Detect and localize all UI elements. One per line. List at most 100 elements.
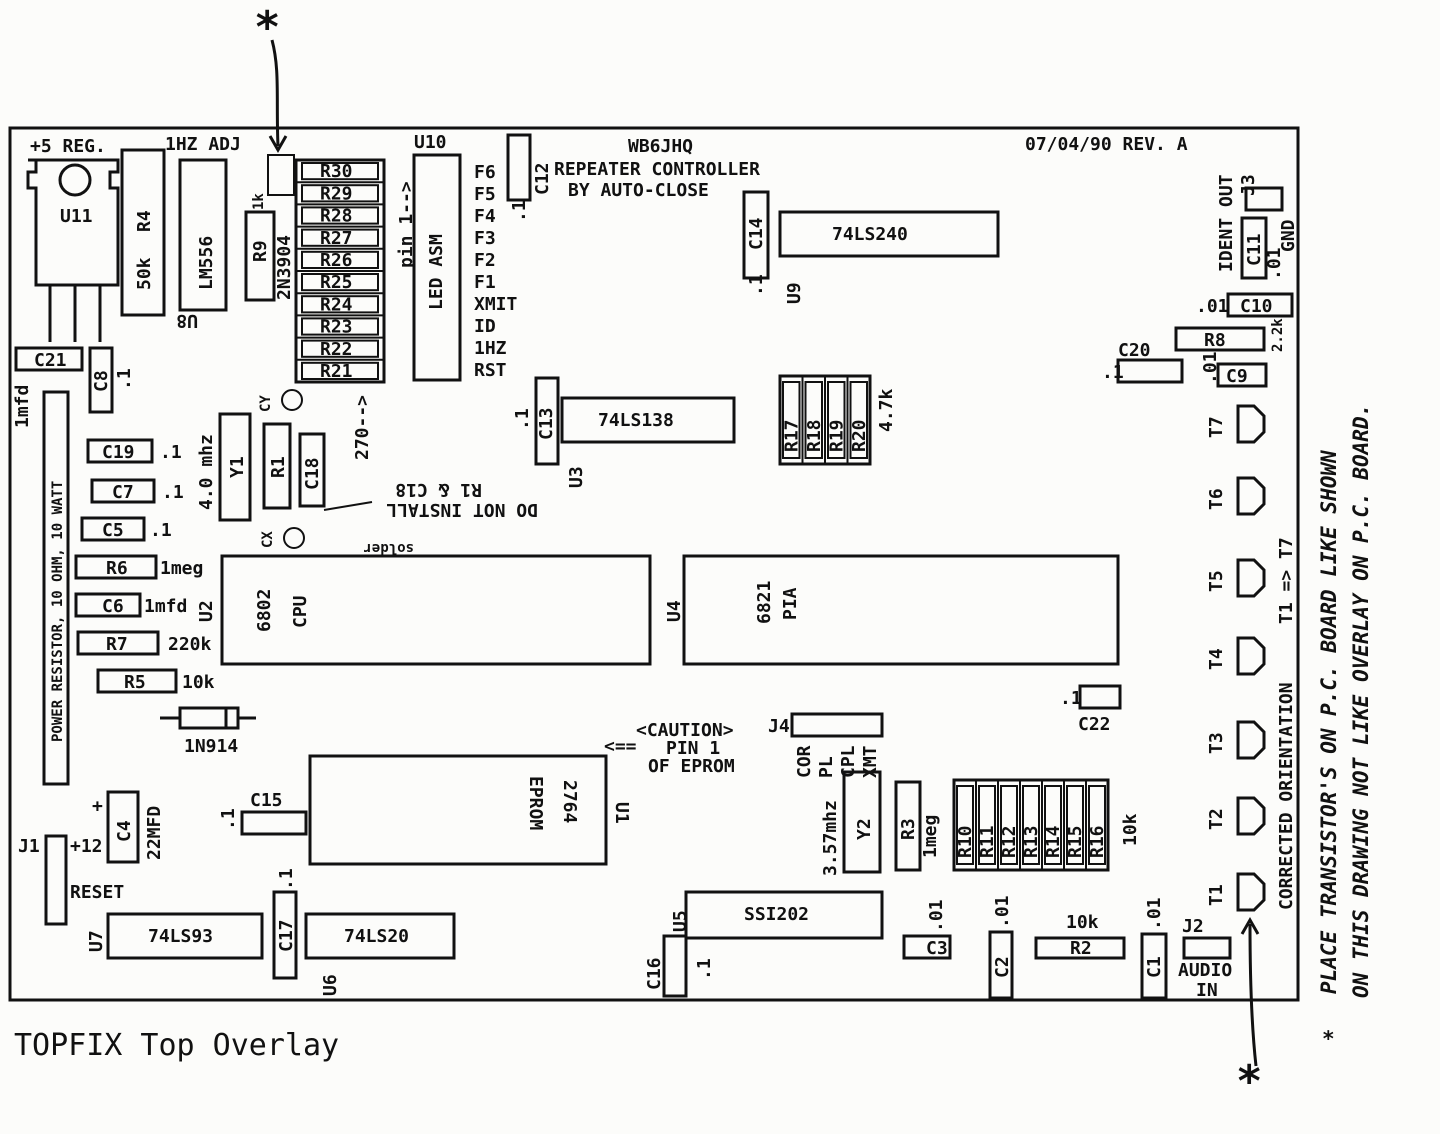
- crystal-y1: [218, 412, 252, 522]
- transistor-outline: [1236, 558, 1266, 598]
- transistor-label: T4: [1206, 648, 1227, 670]
- resistor-array-label: R15: [1065, 825, 1086, 858]
- transistor-q1: [267, 154, 295, 196]
- resistor-r9: [244, 210, 276, 302]
- transistor-outline: [1236, 476, 1266, 516]
- resistor-array-cell: [956, 785, 974, 865]
- svg-text:PIA: PIA: [780, 587, 801, 620]
- cap-c10: [1226, 292, 1294, 318]
- svg-text:1N914: 1N914: [184, 736, 238, 757]
- resistor-array-label: R19: [826, 419, 847, 452]
- svg-text:.1: .1: [509, 200, 530, 222]
- svg-text:R7: R7: [106, 634, 128, 655]
- cap-c6: [74, 592, 142, 618]
- svg-text:C1: C1: [1144, 956, 1165, 978]
- connector-j3: [1244, 186, 1284, 212]
- resistor-array-label: R13: [1021, 825, 1042, 858]
- resistor-array-cell: [1088, 785, 1106, 865]
- resistor-array-label: R30: [320, 161, 353, 182]
- svg-text:CPU: CPU: [290, 595, 311, 628]
- svg-text:R5: R5: [124, 672, 146, 693]
- resistor-array-cell: [1066, 785, 1084, 865]
- svg-text:220k: 220k: [168, 634, 212, 655]
- svg-text:C5: C5: [102, 520, 124, 541]
- ic-cpu-6802: [220, 554, 652, 666]
- via-cy: [281, 389, 303, 411]
- svg-text:.1: .1: [162, 482, 184, 503]
- cap-c20: [1116, 358, 1184, 384]
- svg-text:AUDIO: AUDIO: [1178, 960, 1232, 981]
- orientation-note: CORRECTED ORIENTATION: [1276, 682, 1297, 910]
- svg-text:J1: J1: [18, 836, 40, 857]
- svg-text:3.57mhz: 3.57mhz: [820, 800, 841, 876]
- svg-text:U6: U6: [320, 974, 341, 996]
- svg-text:2764: 2764: [559, 780, 580, 824]
- resistor-array-cell: [301, 339, 379, 358]
- ic-led-asm: [412, 153, 462, 382]
- regulator-hole: [58, 163, 92, 197]
- svg-text:6802: 6802: [254, 589, 275, 632]
- svg-text:6821: 6821: [754, 581, 775, 624]
- svg-text:.1: .1: [512, 408, 533, 430]
- resistor-array-label: R23: [320, 317, 353, 338]
- cap-c3: [902, 934, 952, 960]
- svg-text:R2: R2: [1070, 938, 1092, 959]
- cap-c7: [90, 478, 156, 504]
- svg-text:.01: .01: [926, 899, 947, 932]
- svg-text:.1: .1: [160, 442, 182, 463]
- cap-c14: [742, 190, 770, 280]
- resistor-array-label: R24: [320, 294, 353, 315]
- star-top: *: [254, 2, 281, 53]
- svg-text:U3: U3: [566, 466, 587, 488]
- resistor-array-cell: [1044, 785, 1062, 865]
- j4-pin-label: CPL: [838, 745, 859, 778]
- resistor-r5: [96, 668, 178, 694]
- svg-text:4.0 mhz: 4.0 mhz: [196, 434, 217, 510]
- transistor-label: T5: [1206, 570, 1227, 592]
- trim-ref: R4: [134, 210, 155, 232]
- svg-text:pin 1-->: pin 1-->: [396, 181, 417, 268]
- resistor-r3: [894, 780, 922, 872]
- svg-text:C16: C16: [644, 957, 665, 990]
- resistor-array-label: R27: [320, 228, 353, 249]
- star-bottom: *: [1236, 1056, 1263, 1107]
- led-label: F3: [474, 228, 496, 249]
- arrow-bottom: [1248, 923, 1258, 1067]
- resistor-array-label: R29: [320, 183, 353, 204]
- transistor-label: T6: [1206, 488, 1227, 510]
- svg-text:.1: .1: [746, 274, 767, 296]
- svg-text:4.7k: 4.7k: [876, 388, 897, 432]
- svg-text:C19: C19: [102, 442, 135, 463]
- cap-c17: [272, 890, 298, 980]
- resistor-array-cell: [301, 250, 379, 270]
- cap-c5: [80, 516, 146, 542]
- transistor-outline: [1236, 720, 1266, 760]
- svg-text:C2: C2: [992, 956, 1013, 978]
- resistor-r7: [76, 630, 160, 656]
- svg-text:.01: .01: [1200, 351, 1221, 384]
- svg-text:RESET: RESET: [70, 882, 124, 903]
- resistor-array-cell: [849, 381, 868, 459]
- svg-text:U1: U1: [611, 802, 632, 824]
- svg-text:R1 & C18: R1 & C18: [395, 479, 482, 500]
- resistor-array-cell: [804, 381, 823, 459]
- overlay-caption: TOPFIX Top Overlay: [14, 1028, 339, 1063]
- svg-text:10k: 10k: [1066, 912, 1099, 933]
- svg-text:U4: U4: [664, 600, 685, 622]
- orientation-range: T1 => T7: [1276, 537, 1297, 624]
- resistor-array-cell: [1000, 785, 1018, 865]
- ic-lm556: [178, 158, 228, 312]
- svg-text:IDENT OUT: IDENT OUT: [1216, 174, 1237, 272]
- svg-text:C12: C12: [532, 162, 553, 195]
- resistor-array-cell: [301, 361, 379, 380]
- transistor-label: T2: [1206, 808, 1227, 830]
- transistor-outline: [1236, 636, 1266, 676]
- resistor-array-label: R26: [320, 250, 353, 271]
- resistor-r6: [74, 554, 158, 580]
- resistor-array-label: R12: [999, 825, 1020, 858]
- cap-c11: [1240, 216, 1268, 280]
- transistor-part: 2N3904: [274, 235, 295, 300]
